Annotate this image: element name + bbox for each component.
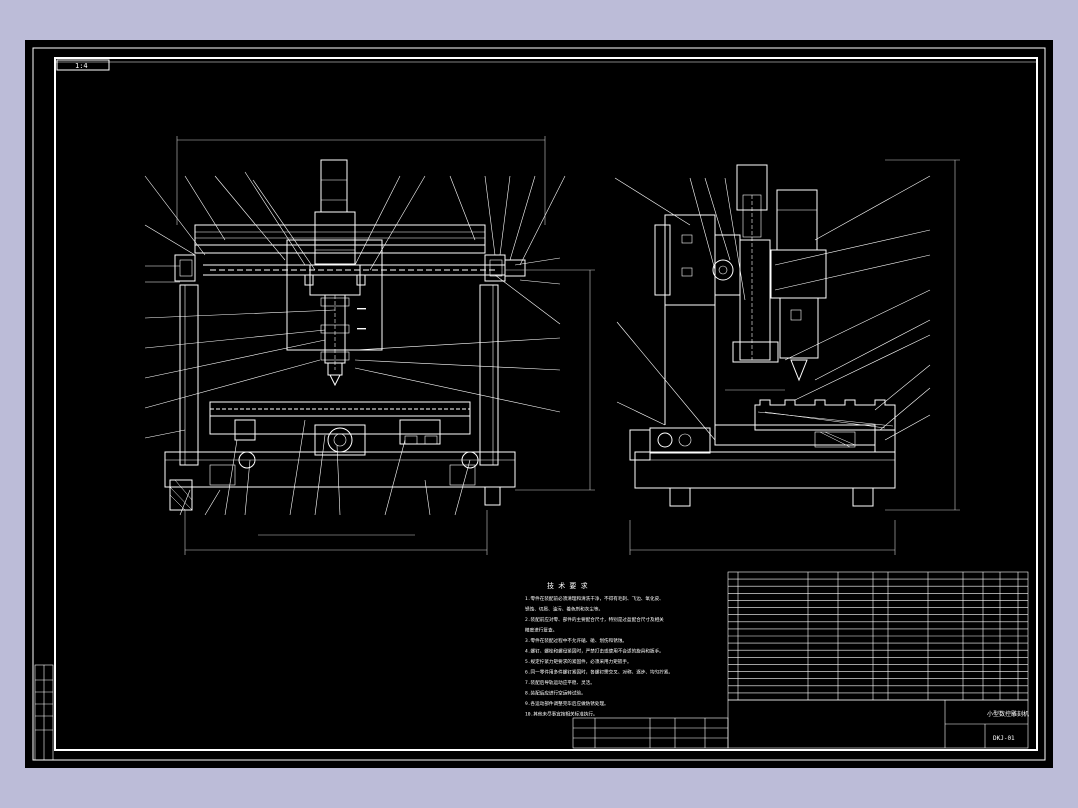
tech-requirement-line: 精度进行复查。: [525, 627, 557, 634]
drawing-sheet: 1:4: [25, 40, 1053, 768]
tech-requirement-line: 7.装配后导轨运动应平稳、灵活。: [525, 679, 595, 686]
tech-requirement-line: 4.螺钉、螺栓和螺母紧固时，严禁打击或使用不合适的旋具和扳手。: [525, 648, 664, 655]
corner-tag-text: 1:4: [75, 62, 88, 70]
svg-text:▬▬▬: ▬▬▬: [357, 306, 366, 312]
title-block-name: 小型数控雕刻机: [987, 710, 1029, 718]
tech-requirement-line: 2.装配前应对零、部件的主要配合尺寸，特别是过盈配合尺寸及相关: [525, 616, 664, 623]
tech-requirement-line: 8.装配后应进行空运转试验。: [525, 690, 586, 697]
tech-requirement-line: 10.其他未尽事宜按相关标准执行。: [525, 711, 598, 718]
drawing-number: DKJ-01: [993, 735, 1015, 742]
corner-tag-box: [56, 59, 110, 71]
parts-list: [727, 571, 1029, 701]
binding-block: [34, 664, 54, 761]
tech-requirement-line: 9.各运动部件调整完毕后应做防锈处理。: [525, 700, 609, 707]
outer-border: [32, 47, 1046, 761]
title-block: 小型数控雕刻机 DKJ-01: [727, 699, 1029, 749]
revision-table: [572, 717, 729, 749]
tech-requirement-line: 3.零件在装配过程中不允许磕、碰、划伤和锈蚀。: [525, 637, 627, 644]
side-view: [614, 159, 960, 555]
cad-drawing: 1:4: [32, 47, 1046, 761]
tech-requirements: 技 术 要 求 1.零件在装配前必须清理和清洗干净，不得有毛刺、飞边、氧化皮、锈…: [525, 581, 673, 718]
tech-requirement-line: 1.零件在装配前必须清理和清洗干净，不得有毛刺、飞边、氧化皮、: [525, 595, 664, 602]
tech-requirement-line: 锈蚀、切屑、油污、着色剂和灰尘等。: [525, 606, 603, 613]
front-view: ▬▬▬ ▬▬▬: [144, 136, 595, 555]
tech-requirement-line: 5.规定拧紧力矩要求的紧固件，必须采用力矩扳手。: [525, 658, 632, 665]
tech-requirement-line: 6.同一零件用多件螺钉紧固时，各螺钉需交叉、对称、逐步、均匀拧紧。: [525, 669, 673, 676]
svg-text:▬▬▬: ▬▬▬: [357, 326, 366, 332]
tech-requirements-title: 技 术 要 求: [547, 581, 588, 590]
inner-frame: [54, 57, 1038, 751]
